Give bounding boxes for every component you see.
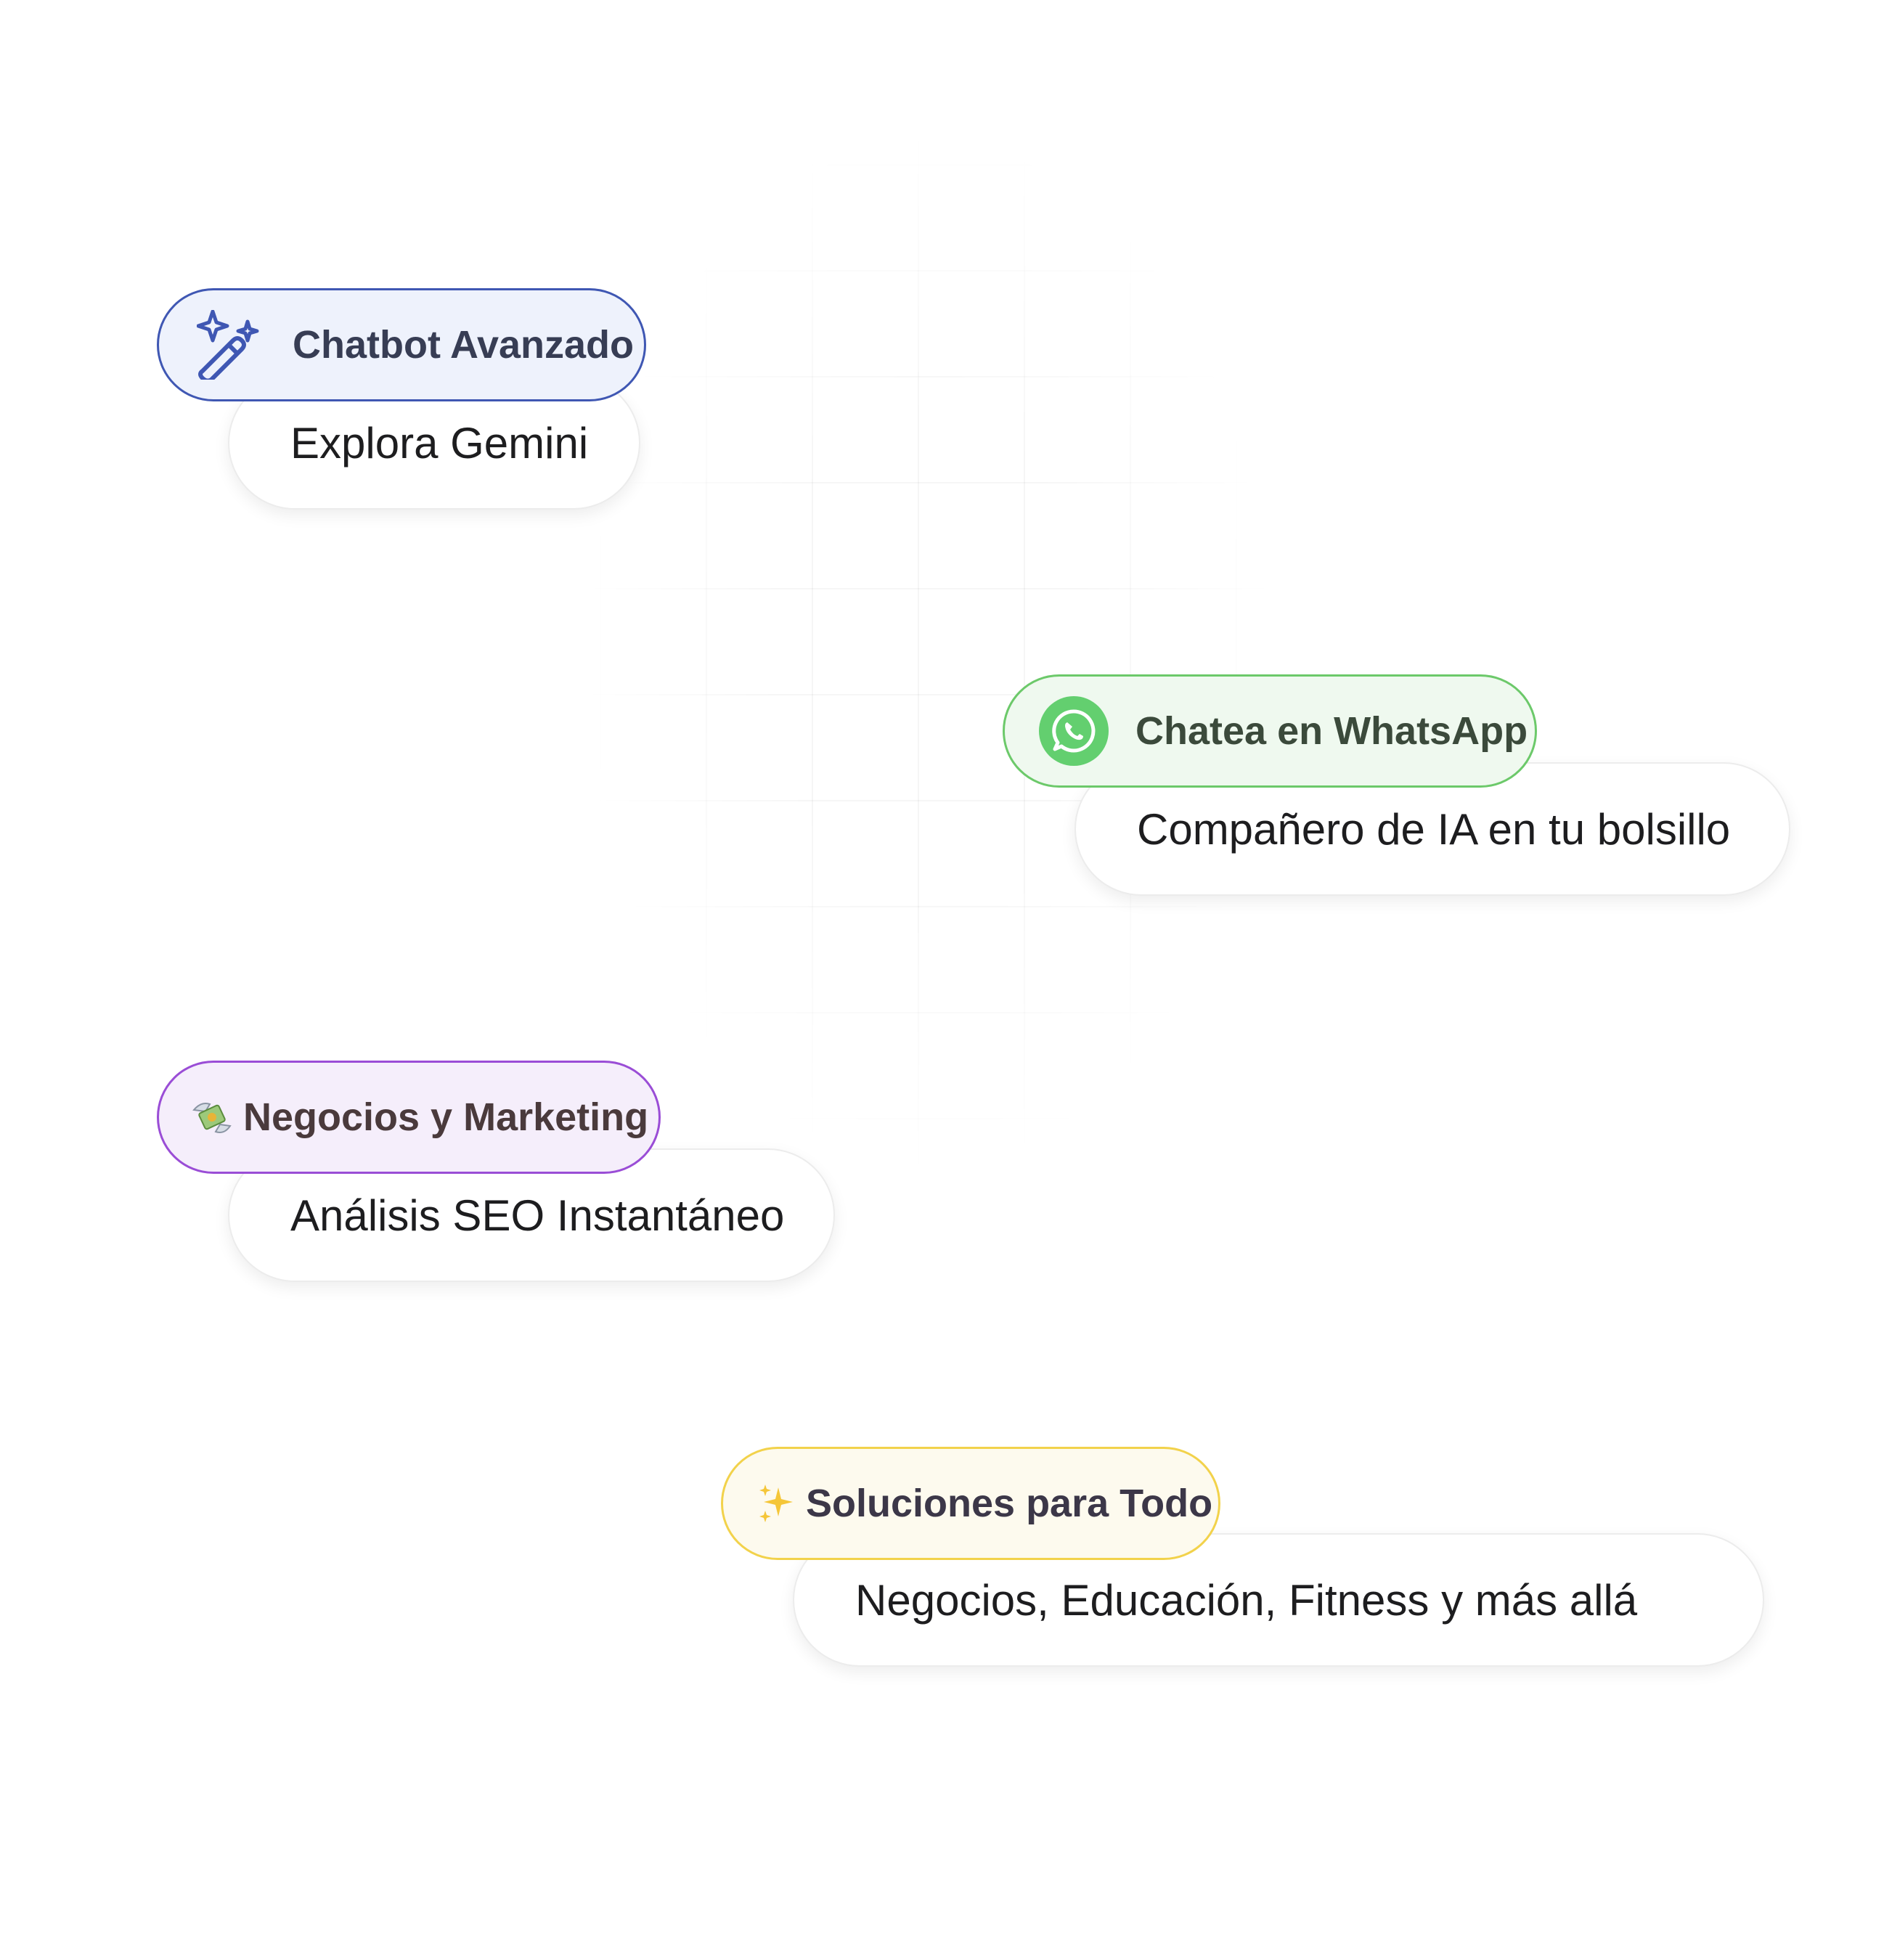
card-subtitle: Análisis SEO Instantáneo bbox=[290, 1191, 785, 1240]
card-badge[interactable]: Chatea en WhatsApp bbox=[1003, 674, 1537, 788]
whatsapp-icon bbox=[1038, 695, 1109, 767]
money-with-wings-icon bbox=[191, 1097, 233, 1138]
card-badge-label: Chatbot Avanzado bbox=[293, 323, 634, 367]
card-badge-label: Soluciones para Todo bbox=[806, 1482, 1213, 1525]
card-subtitle: Negocios, Educación, Fitness y más allá bbox=[855, 1575, 1638, 1625]
card-badge[interactable]: Chatbot Avanzado bbox=[157, 288, 646, 401]
card-badge[interactable]: Negocios y Marketing bbox=[157, 1061, 661, 1174]
card-badge-label: Chatea en WhatsApp bbox=[1135, 709, 1528, 753]
sparkles-icon bbox=[757, 1483, 796, 1524]
card-subtitle: Explora Gemini bbox=[290, 418, 589, 467]
magic-wand-sparkles-icon bbox=[197, 310, 262, 380]
card-badge[interactable]: Soluciones para Todo bbox=[721, 1447, 1220, 1560]
card-subtitle: Compañero de IA en tu bolsillo bbox=[1137, 804, 1731, 854]
card-badge-label: Negocios y Marketing bbox=[243, 1095, 649, 1139]
